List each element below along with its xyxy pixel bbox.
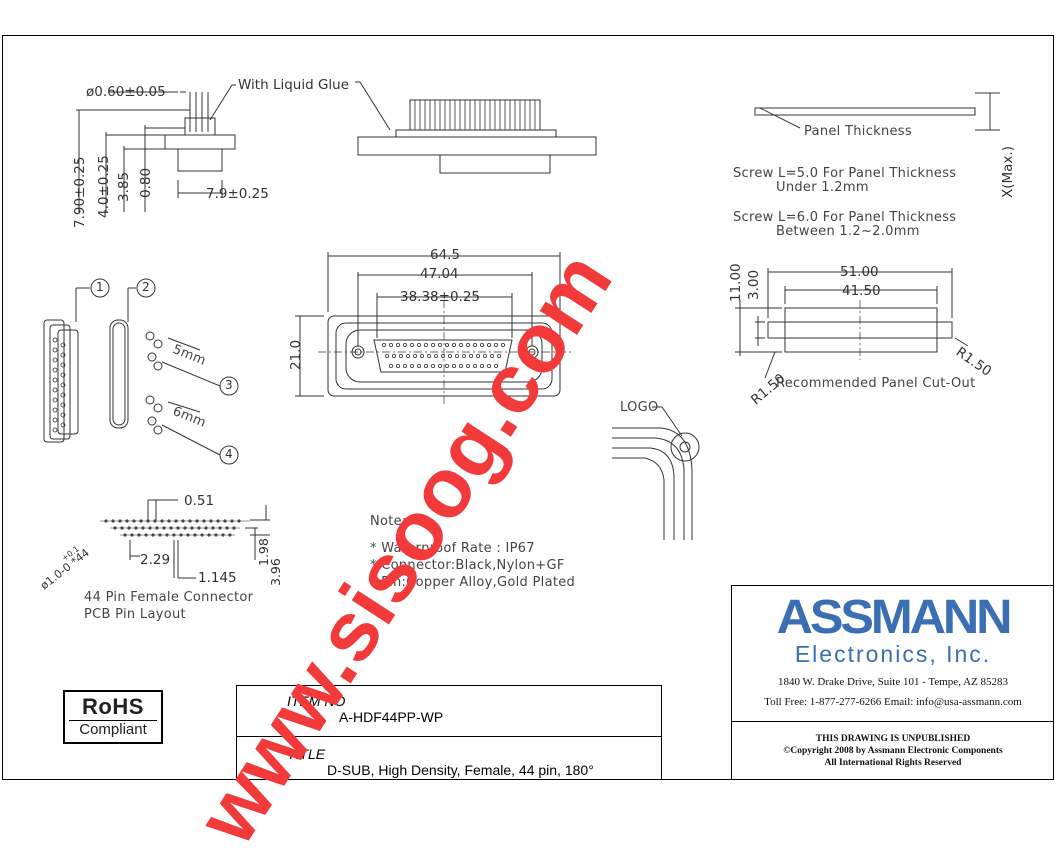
- company-address: 1840 W. Drake Drive, Suite 101 - Tempe, …: [778, 676, 1008, 688]
- part-callout-2: 2: [142, 280, 150, 294]
- title-label: TITLE: [287, 746, 326, 762]
- note-connector: * Connector:Black,Nylon+GF: [370, 558, 565, 573]
- legal-unpublished: THIS DRAWING IS UNPUBLISHED: [815, 734, 971, 744]
- part-callout-3: 3: [225, 378, 233, 392]
- width-79-dim: 7.9±0.25: [206, 186, 269, 202]
- height-790-dim: 7.90±0.25: [72, 156, 88, 228]
- item-no-value: A-HDF44PP-WP: [339, 709, 444, 725]
- liquid-glue-label: With Liquid Glue: [238, 77, 350, 93]
- cutout-width-415-dim: 41.50: [842, 283, 881, 299]
- height-080-dim: 0.80: [138, 167, 154, 198]
- title-value: D-SUB, High Density, Female, 44 pin, 180…: [327, 762, 594, 778]
- drawing-border: [2, 35, 1054, 780]
- notes-heading: Note:: [370, 514, 407, 529]
- logo-callout: LOGO: [620, 400, 659, 415]
- pcb-caption-line2: PCB Pin Layout: [84, 607, 186, 622]
- screw-l6-note: Screw L=6.0 For Panel Thickness: [733, 210, 957, 225]
- cutout-width-51-dim: 51.00: [840, 264, 879, 280]
- company-divider: [732, 721, 1054, 722]
- legal-rights: All International Rights Reserved: [824, 758, 962, 768]
- width-4704-dim: 47.04: [420, 266, 459, 282]
- pin-diameter-dim: ø0.60±0.05: [86, 84, 166, 100]
- height-40-dim: 4.0±0.25: [96, 155, 112, 218]
- rohs-badge: RoHS Compliant: [63, 690, 163, 744]
- pcb-051-dim: 0.51: [184, 493, 215, 509]
- height-385-dim: 3.85: [116, 171, 132, 202]
- legal-copyright: ©Copyright 2008 by Assmann Electronic Co…: [783, 746, 1003, 756]
- height-210-dim: 21.0: [288, 339, 304, 370]
- width-3838-dim: 38.38±0.25: [400, 289, 481, 305]
- cutout-caption: Recommended Panel Cut-Out: [776, 376, 976, 391]
- screw-l5-note-line2: Under 1.2mm: [776, 180, 869, 195]
- drawing-linework: [43, 81, 1000, 579]
- x-max-dim: X(Max.): [1000, 146, 1016, 198]
- cutout-height-3-dim: 3.00: [746, 269, 762, 300]
- note-pin: * Pin:Copper Alloy,Gold Plated: [370, 575, 576, 590]
- note-waterproof: * Waterproof Rate : IP67: [370, 541, 535, 556]
- item-no-row: ITEM NO A-HDF44PP-WP: [237, 686, 661, 737]
- width-645-dim: 64.5: [430, 247, 461, 263]
- title-block: ITEM NO A-HDF44PP-WP TITLE D-SUB, High D…: [236, 685, 662, 780]
- pcb-1145-dim: 1.145: [198, 570, 237, 586]
- pcb-396-dim: 3.96: [268, 558, 283, 586]
- screw-l6-note-line2: Between 1.2~2.0mm: [776, 224, 920, 239]
- rohs-title: RoHS: [82, 694, 144, 719]
- part-callout-1: 1: [96, 280, 104, 294]
- cutout-height-11-dim: 11.00: [728, 263, 744, 302]
- item-no-label: ITEM NO: [287, 693, 346, 709]
- company-block: ASSMANN Electronics, Inc. 1840 W. Drake …: [731, 585, 1054, 780]
- company-contact: Toll Free: 1-877-277-6266 Email: info@us…: [764, 696, 1022, 708]
- pcb-229-dim: 2.29: [140, 552, 171, 568]
- part-callout-4: 4: [225, 447, 233, 461]
- panel-thickness-label: Panel Thickness: [804, 124, 912, 139]
- company-logo: ASSMANN: [776, 591, 1013, 644]
- screw-l5-note: Screw L=5.0 For Panel Thickness: [733, 166, 957, 181]
- pcb-caption-line1: 44 Pin Female Connector: [84, 590, 254, 605]
- company-subtitle: Electronics, Inc.: [794, 641, 992, 667]
- rohs-subtitle: Compliant: [69, 720, 157, 739]
